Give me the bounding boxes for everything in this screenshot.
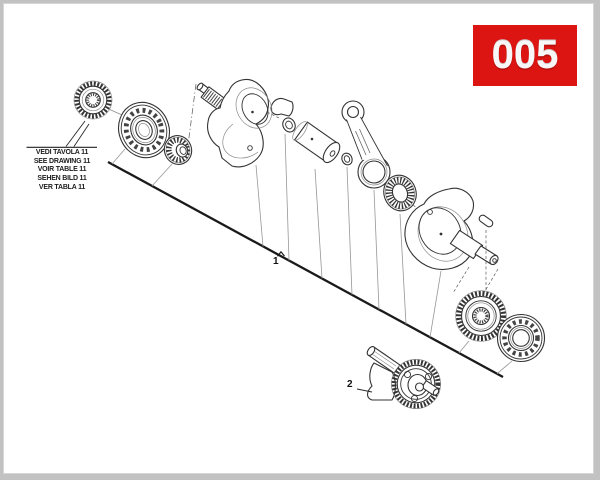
crank-pin-drawing xyxy=(292,121,341,164)
washer-b-drawing xyxy=(341,152,353,166)
cross-reference-note[interactable]: VEDI TAVOLA 11 SEE DRAWING 11 VOIR TABLE… xyxy=(24,149,100,193)
main-bearing-right-drawing xyxy=(496,313,546,363)
table-number: 005 xyxy=(491,33,559,77)
callout-2-leader xyxy=(356,388,373,393)
note-line-de: SEHEN BILD 11 xyxy=(37,175,87,183)
note-line-it: VEDI TAVOLA 11 xyxy=(35,149,89,156)
woodruff-key-drawing xyxy=(478,214,494,228)
needle-bearing-drawing xyxy=(383,174,417,212)
callout-2[interactable]: 2 xyxy=(347,379,353,390)
note-line-es: VER TABLA 11 xyxy=(38,183,86,191)
note-leader-lines xyxy=(26,120,97,148)
primary-gear-drawing xyxy=(73,80,113,120)
crank-web-left-drawing xyxy=(196,79,294,168)
centerline xyxy=(187,83,197,146)
crank-gear-drawing xyxy=(455,290,507,342)
crank-web-right-drawing xyxy=(404,187,499,271)
main-bearing-left-drawing xyxy=(118,101,170,159)
alignment-dash-web-washer xyxy=(266,111,282,120)
small-bearing-drawing xyxy=(163,135,193,165)
note-line-en: SEE DRAWING 11 xyxy=(33,157,91,165)
table-number-badge: 005 xyxy=(473,25,577,86)
callout-1[interactable]: 1 xyxy=(273,256,279,267)
leader-lines xyxy=(111,133,513,375)
connecting-rod-drawing xyxy=(341,100,391,189)
assembly-line xyxy=(107,160,504,379)
balance-shaft-drawing xyxy=(366,346,441,409)
note-line-fr: VOIR TABLE 11 xyxy=(37,166,87,174)
washer-a-drawing xyxy=(282,117,296,133)
